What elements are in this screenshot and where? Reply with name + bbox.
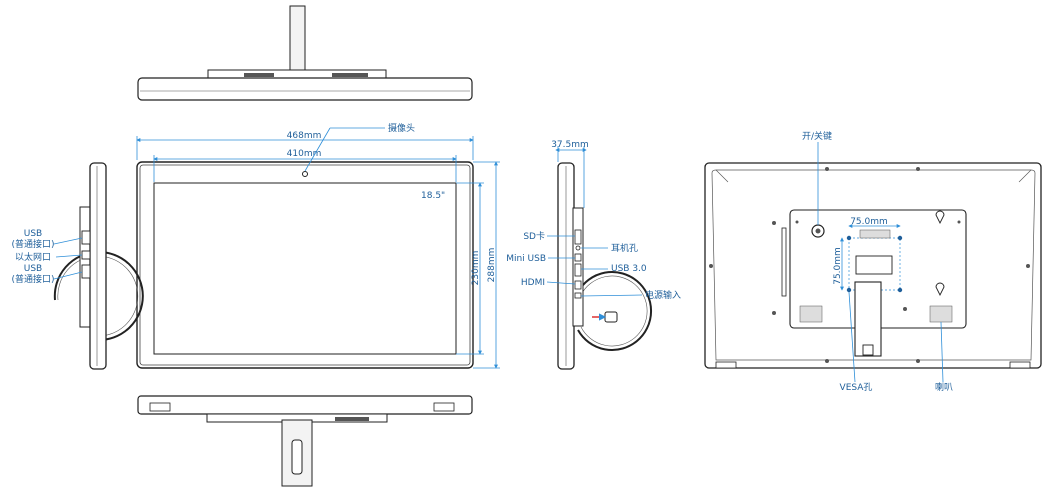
earphone-jack (575, 245, 581, 251)
power-port (574, 292, 582, 299)
back-stand (854, 281, 882, 357)
top-vent-right (332, 73, 368, 77)
left-side-profile (89, 162, 107, 370)
camera-label: 摄像头 (388, 122, 415, 134)
usb-top-note: (普通接口) (11, 238, 54, 250)
speaker-label: 喇叭 (935, 381, 953, 393)
camera-icon (302, 171, 308, 177)
bottom-bezel (137, 395, 473, 415)
ethernet-port (81, 250, 91, 260)
vesa-vertical-label: 75.0mm (833, 247, 843, 285)
hdmi-label: HDMI (521, 278, 545, 288)
stand-post (289, 5, 306, 73)
mini-usb-port (574, 253, 582, 262)
diagonal-label: 18.5" (421, 191, 445, 201)
usb-bottom-label: USB (24, 264, 42, 274)
screen-area (153, 182, 457, 355)
mini-usb-label: Mini USB (506, 254, 546, 264)
depth-label: 37.5mm (551, 140, 589, 150)
power-input-label: 电源输入 (645, 289, 681, 301)
power-plug (604, 311, 618, 323)
front-view: 468mm 410mm 摄像头 18.5" 230mm 288mm (136, 122, 500, 369)
sd-card-label: SD卡 (523, 230, 545, 242)
width-display-label: 410mm (287, 149, 322, 159)
top-bezel (137, 77, 473, 101)
ethernet-label: 以太网口 (15, 251, 51, 263)
back-view: 75.0mm 75.0mm 开/关键 VESA孔 喇叭 (704, 130, 1042, 393)
top-view (137, 5, 473, 101)
sd-card-slot (574, 229, 582, 245)
height-display-label: 230mm (471, 251, 481, 286)
usb-port-bottom (81, 264, 91, 279)
left-side-view: USB (普通接口) 以太网口 USB (普通接口) (11, 162, 144, 370)
earphone-label: 耳机孔 (611, 242, 638, 254)
bottom-view (137, 395, 473, 487)
height-overall-label: 288mm (487, 248, 497, 283)
width-overall-label: 468mm (287, 131, 322, 141)
usb-port-top (81, 230, 91, 245)
hdmi-port (574, 280, 582, 290)
right-side-view: 37.5mm SD卡 Mini USB HDMI 耳机孔 USB 3.0 电源输… (506, 140, 681, 370)
usb-bottom-note: (普通接口) (11, 273, 54, 285)
speaker-right (929, 305, 953, 323)
power-switch-label: 开/关键 (802, 130, 832, 142)
top-vent-left (244, 73, 274, 77)
speaker-left (799, 305, 823, 323)
usb3-port (574, 263, 582, 277)
vesa-hole-label: VESA孔 (840, 382, 873, 393)
usb3-label: USB 3.0 (611, 264, 647, 274)
usb-top-label: USB (24, 229, 42, 239)
vesa-horizontal-label: 75.0mm (850, 217, 888, 227)
